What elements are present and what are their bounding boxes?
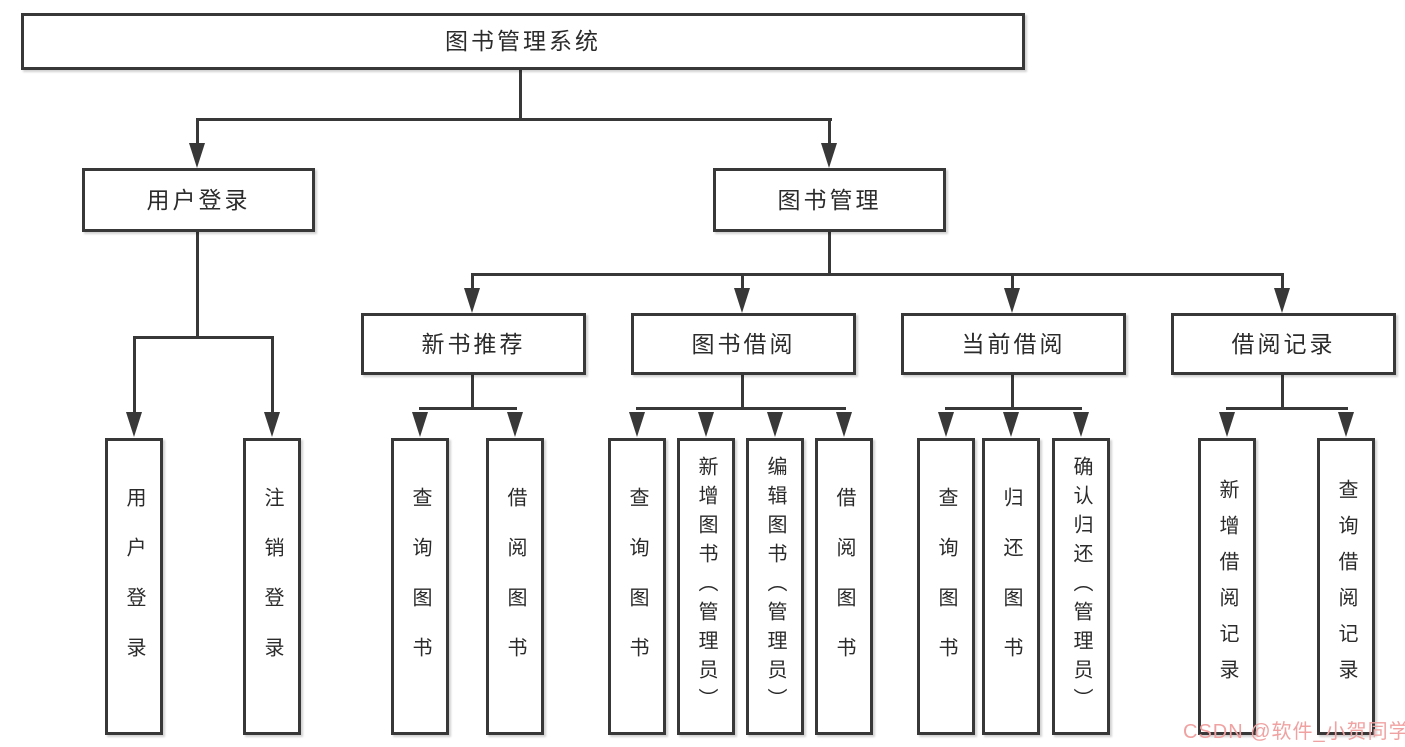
connector-line — [828, 232, 831, 276]
leaf-edit-books-admin: 编辑图书（管理员） — [746, 438, 804, 735]
node-label: 图书管理系统 — [445, 28, 601, 54]
arrowhead-down-icon — [836, 412, 852, 437]
leaf-add-borrow-record: 新增借阅记录 — [1198, 438, 1256, 735]
connector-line — [945, 407, 1082, 410]
connector-line — [133, 336, 274, 339]
arrowhead-down-icon — [1073, 412, 1089, 437]
leaf-query-books-3: 查询图书 — [917, 438, 975, 735]
connector-line — [271, 336, 274, 414]
leaf-confirm-return-admin: 确认归还（管理员） — [1052, 438, 1110, 735]
arrowhead-down-icon — [189, 143, 205, 168]
node-label: 新书推荐 — [421, 330, 526, 357]
connector-line — [741, 273, 744, 290]
node-label: 注销登录 — [261, 486, 283, 687]
watermark: CSDN @软件_小贺同学 — [1183, 721, 1405, 743]
arrowhead-down-icon — [821, 143, 837, 168]
arrowhead-down-icon — [698, 412, 714, 437]
arrowhead-down-icon — [938, 412, 954, 437]
node-label: 当前借阅 — [961, 330, 1066, 357]
node-label: 归还图书 — [1000, 486, 1022, 687]
arrowhead-down-icon — [629, 412, 645, 437]
leaf-query-books-1: 查询图书 — [391, 438, 449, 735]
connector-line — [1281, 273, 1284, 290]
node-label: 确认归还（管理员） — [1070, 456, 1092, 717]
arrowhead-down-icon — [507, 412, 523, 437]
node-new-book-recommend: 新书推荐 — [361, 313, 586, 375]
connector-line — [196, 118, 832, 121]
node-label: 图书借阅 — [691, 330, 796, 357]
leaf-borrow-books-2: 借阅图书 — [815, 438, 873, 735]
node-label: 借阅图书 — [833, 486, 855, 687]
node-label: 图书管理 — [777, 186, 882, 213]
arrowhead-down-icon — [1004, 288, 1020, 313]
node-label: 用户登录 — [146, 186, 251, 213]
arrowhead-down-icon — [464, 288, 480, 313]
arrowhead-down-icon — [126, 412, 142, 437]
node-label: 查询借阅记录 — [1335, 478, 1357, 695]
connector-line — [133, 336, 136, 414]
arrowhead-down-icon — [1338, 412, 1354, 437]
arrowhead-down-icon — [412, 412, 428, 437]
leaf-logout: 注销登录 — [243, 438, 301, 735]
connector-line — [471, 374, 474, 410]
arrowhead-down-icon — [264, 412, 280, 437]
connector-line — [196, 232, 199, 339]
node-book-borrow: 图书借阅 — [631, 313, 856, 375]
leaf-user-login: 用户登录 — [105, 438, 163, 735]
node-borrow-records: 借阅记录 — [1171, 313, 1396, 375]
connector-line — [1011, 374, 1014, 410]
node-book-management: 图书管理 — [713, 168, 946, 232]
arrowhead-down-icon — [1219, 412, 1235, 437]
leaf-borrow-books-1: 借阅图书 — [486, 438, 544, 735]
arrowhead-down-icon — [734, 288, 750, 313]
node-label: 新增图书（管理员） — [695, 456, 717, 717]
node-label: 借阅图书 — [504, 486, 526, 687]
connector-line — [471, 273, 474, 290]
leaf-add-books-admin: 新增图书（管理员） — [677, 438, 735, 735]
node-current-borrow: 当前借阅 — [901, 313, 1126, 375]
node-label: 用户登录 — [123, 486, 145, 687]
node-user-login: 用户登录 — [82, 168, 315, 232]
arrowhead-down-icon — [1274, 288, 1290, 313]
connector-line — [196, 118, 199, 146]
connector-line — [471, 273, 1284, 276]
connector-line — [1226, 407, 1348, 410]
connector-line — [636, 407, 846, 410]
arrowhead-down-icon — [767, 412, 783, 437]
connector-line — [1011, 273, 1014, 290]
node-label: 查询图书 — [626, 486, 648, 687]
arrowhead-down-icon — [1003, 412, 1019, 437]
connector-line — [741, 374, 744, 410]
connector-line — [419, 407, 517, 410]
node-label: 查询图书 — [935, 486, 957, 687]
connector-line — [1281, 374, 1284, 410]
node-label: 查询图书 — [409, 486, 431, 687]
node-label: 借阅记录 — [1231, 330, 1336, 357]
connector-line — [519, 70, 522, 120]
node-label: 新增借阅记录 — [1216, 478, 1238, 695]
leaf-return-books: 归还图书 — [982, 438, 1040, 735]
leaf-query-books-2: 查询图书 — [608, 438, 666, 735]
leaf-query-borrow-record: 查询借阅记录 — [1317, 438, 1375, 735]
connector-line — [828, 118, 831, 146]
node-label: 编辑图书（管理员） — [764, 456, 786, 717]
node-root: 图书管理系统 — [21, 13, 1025, 70]
